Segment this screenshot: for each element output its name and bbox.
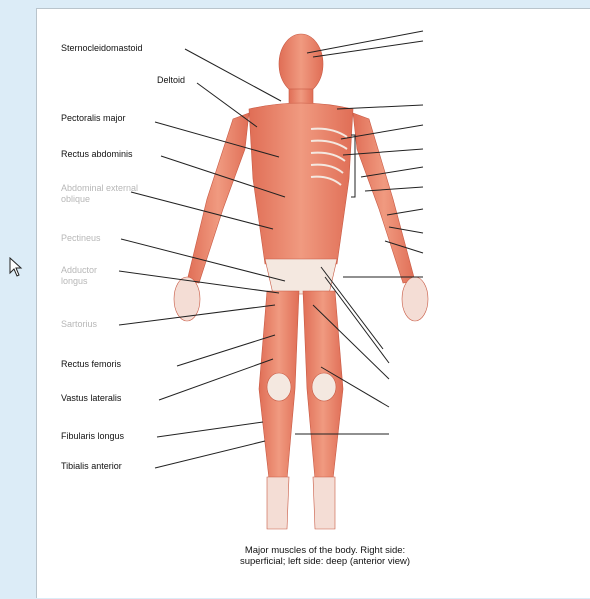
figure-caption: Major muscles of the body. Right side: s… <box>225 545 425 567</box>
label-abdominal-external-oblique: Abdominal external oblique <box>61 183 141 205</box>
label-rectus-abdominis: Rectus abdominis <box>61 149 133 160</box>
label-pectineus: Pectineus <box>61 233 101 244</box>
label-deltoid: Deltoid <box>157 75 185 86</box>
label-pectoralis-major: Pectoralis major <box>61 113 126 124</box>
figure-panel: Sternocleidomastoid Deltoid Pectoralis m… <box>36 8 590 598</box>
body-figure <box>174 34 428 529</box>
label-tibialis-anterior: Tibialis anterior <box>61 461 122 472</box>
arrow-cursor-icon <box>9 257 23 277</box>
label-sternocleidomastoid: Sternocleidomastoid <box>61 43 143 54</box>
label-rectus-femoris: Rectus femoris <box>61 359 121 370</box>
muscle-diagram <box>37 9 590 599</box>
label-vastus-lateralis: Vastus lateralis <box>61 393 121 404</box>
label-adductor-longus: Adductor longus <box>61 265 111 287</box>
label-fibularis-longus: Fibularis longus <box>61 431 124 442</box>
label-sartorius: Sartorius <box>61 319 97 330</box>
